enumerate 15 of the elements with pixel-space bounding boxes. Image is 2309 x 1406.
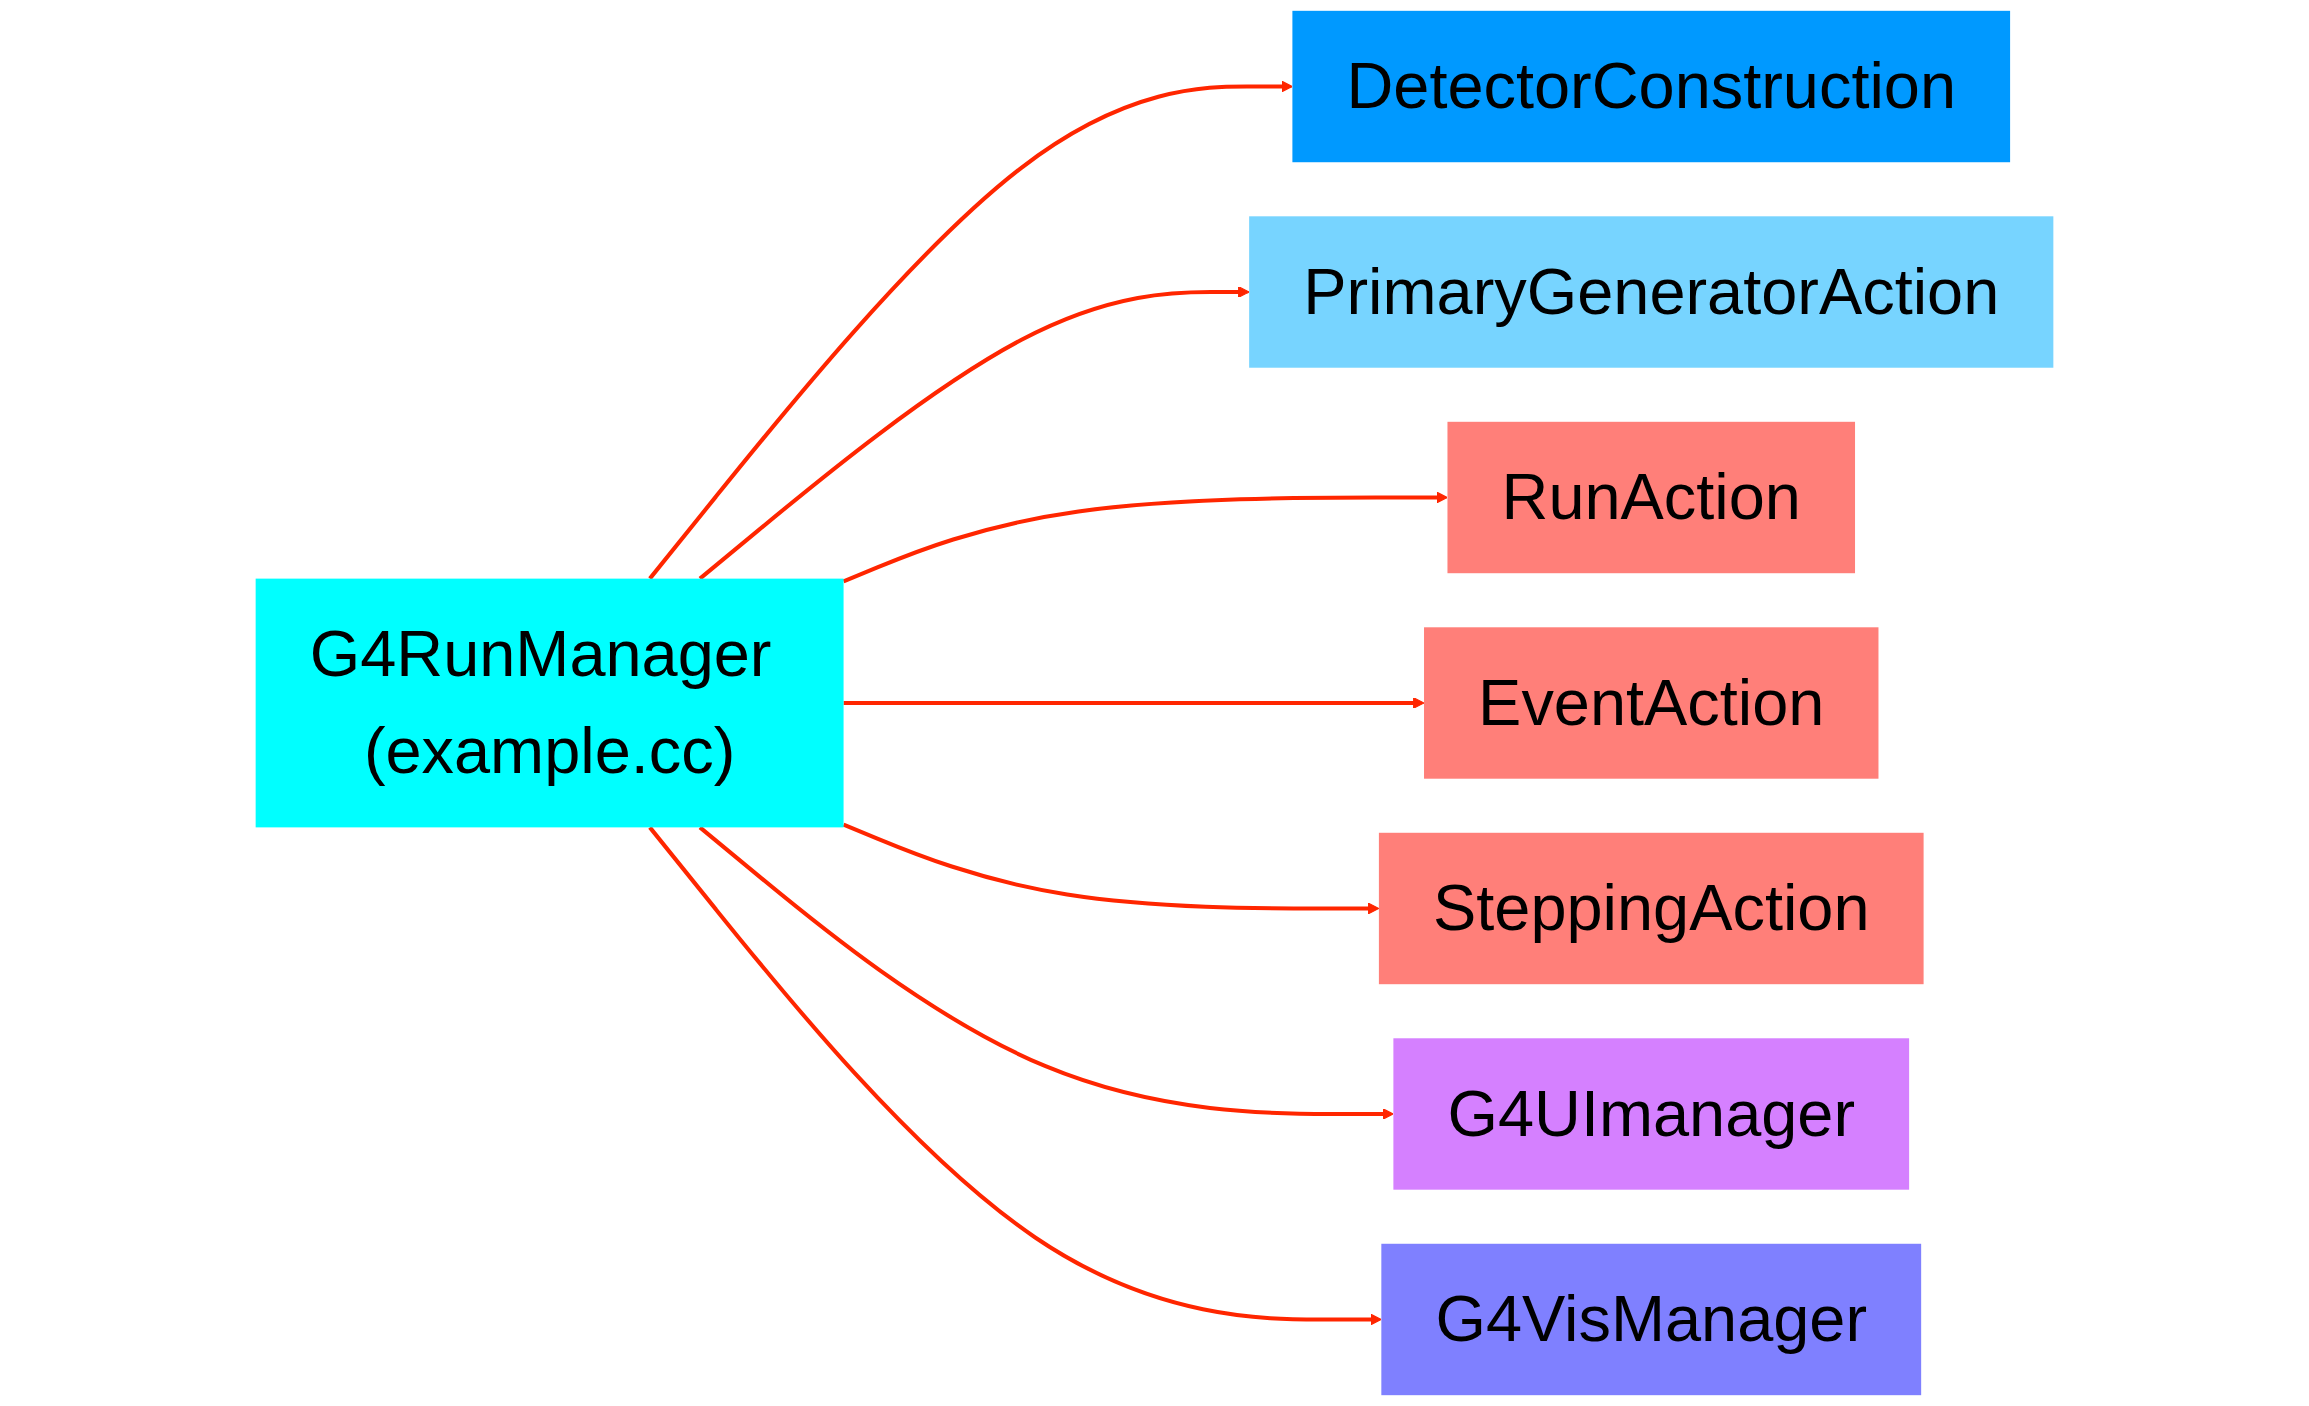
node-box: DetectorConstruction bbox=[1292, 10, 2011, 163]
node-box: G4VisManager bbox=[1381, 1243, 1922, 1396]
arrow bbox=[698, 825, 1394, 1120]
node-box: RunAction bbox=[1447, 421, 1856, 574]
node-box: EventAction bbox=[1424, 627, 1879, 779]
arrow bbox=[842, 491, 1448, 584]
arrow bbox=[698, 286, 1250, 581]
node-box: G4RunManager (example.cc) bbox=[255, 578, 844, 828]
node-box: PrimaryGeneratorAction bbox=[1249, 216, 2054, 368]
arrow bbox=[843, 697, 1425, 709]
arrow bbox=[842, 822, 1380, 915]
node-box: SteppingAction bbox=[1378, 832, 1924, 985]
arrow bbox=[648, 80, 1293, 580]
arrow bbox=[648, 826, 1382, 1326]
node-box: G4UImanager bbox=[1393, 1038, 1910, 1190]
